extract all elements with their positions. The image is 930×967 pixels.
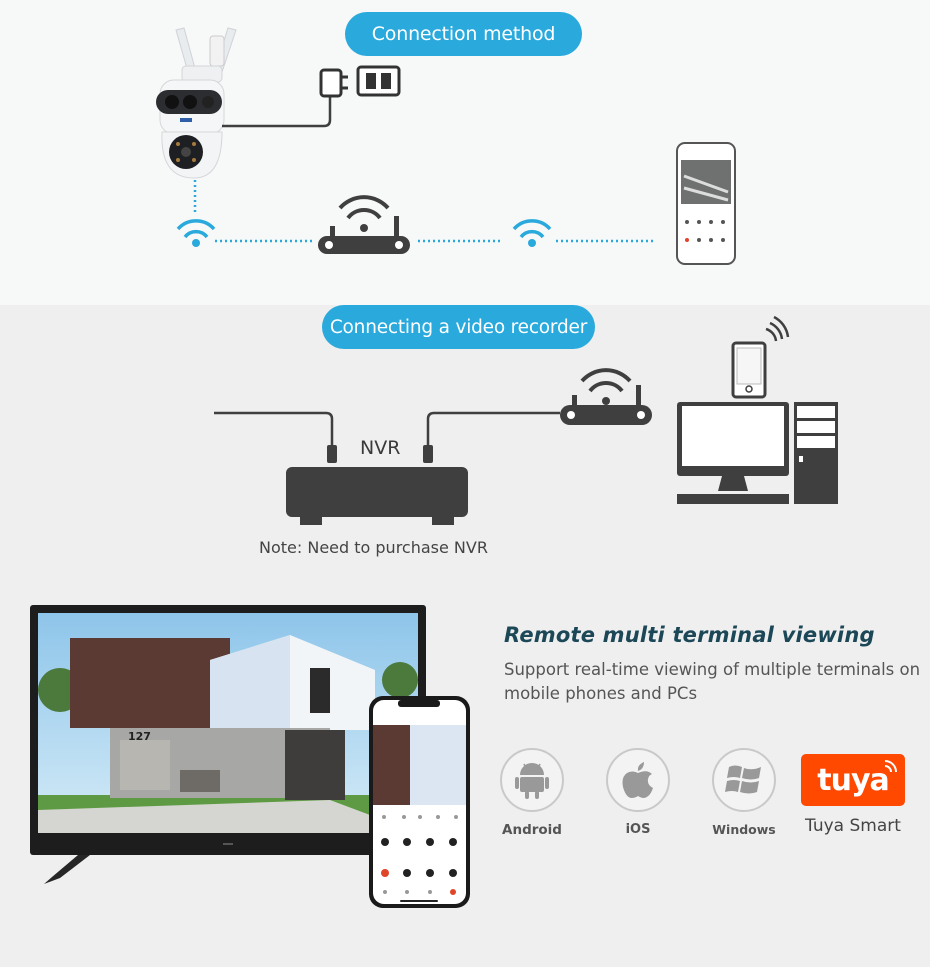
apple-icon xyxy=(606,748,670,812)
platform-label: Windows xyxy=(712,822,776,837)
smartphone-icon xyxy=(676,142,736,265)
svg-text:127: 127 xyxy=(128,730,151,743)
tuya-logo-text: tuya xyxy=(817,762,889,798)
platform-tuya: tuya Tuya Smart xyxy=(799,754,907,836)
wifi-icon xyxy=(176,219,216,247)
router-icon xyxy=(560,368,652,425)
multi-terminal-illustration: 127 xyxy=(30,605,470,908)
tuya-logo: tuya xyxy=(801,754,905,806)
smartphone-app-icon xyxy=(369,696,470,908)
power-outlet-icon xyxy=(356,65,401,97)
windows-icon xyxy=(712,748,776,812)
nvr-icon xyxy=(286,467,468,525)
wifi-icon xyxy=(512,219,552,247)
platform-label: Android xyxy=(502,822,562,838)
android-icon xyxy=(500,748,564,812)
platform-label: iOS xyxy=(625,822,651,837)
router-icon xyxy=(318,195,410,254)
nvr-label: NVR xyxy=(360,437,401,459)
recorder-cables xyxy=(214,315,838,525)
desktop-computer-icon xyxy=(677,402,838,504)
connection-method-title: Connection method xyxy=(345,12,582,56)
remote-viewing-description: Support real-time viewing of multiple te… xyxy=(504,660,921,703)
smartphone-icon xyxy=(731,315,790,399)
camera-icon xyxy=(156,27,237,179)
platform-windows: Windows xyxy=(711,748,777,837)
platform-android: Android xyxy=(499,748,565,838)
remote-viewing-headline: Remote multi terminal viewing xyxy=(504,623,875,647)
video-recorder-title: Connecting a video recorder xyxy=(322,305,595,349)
platform-label: Tuya Smart xyxy=(805,816,901,836)
connection-diagram xyxy=(156,27,736,265)
tv-monitor-icon: 127 xyxy=(30,605,426,884)
nvr-purchase-note: Note: Need to purchase NVR xyxy=(259,538,488,557)
platform-ios: iOS xyxy=(605,748,671,837)
power-adapter-icon xyxy=(319,68,348,98)
